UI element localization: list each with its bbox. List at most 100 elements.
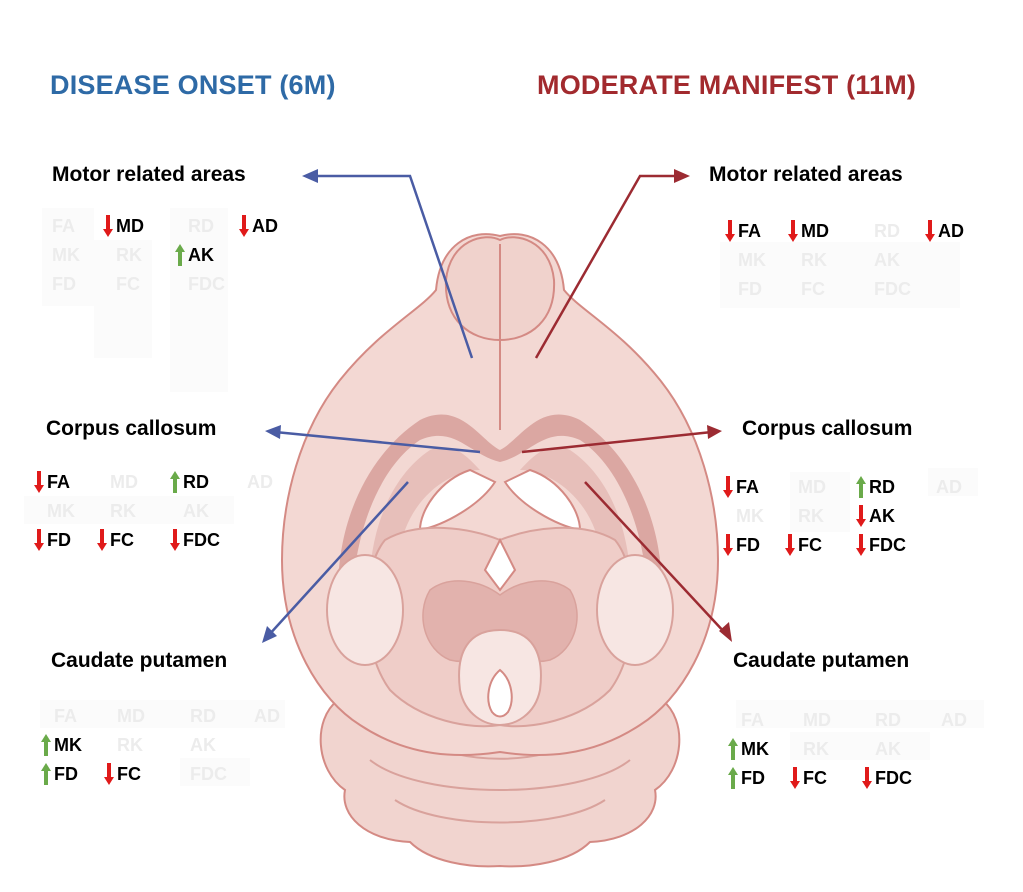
metric-label: RD [190,706,216,726]
metric-ad: AD [239,214,278,238]
metric-fc: FC [790,766,827,790]
metric-label: RK [117,735,143,755]
table-backdrop [928,468,978,496]
metric-md: MD [798,475,826,499]
metric-label: FA [738,221,762,241]
metric-fdc: FDC [170,528,220,552]
metric-label: MK [738,250,766,270]
metric-label: MD [116,216,144,236]
metric-ad: AD [941,708,967,732]
table-backdrop [24,496,234,524]
metric-label: FA [52,216,76,236]
metric-ad: AD [925,219,964,243]
metric-rd: RD [874,219,900,243]
metric-mk: MK [47,499,75,523]
table-backdrop [94,240,152,358]
metric-label: AK [874,250,900,270]
metric-label: AD [936,477,962,497]
arrow-down-icon [239,215,249,237]
arrow-down-icon [170,529,180,551]
metric-ak: AK [875,737,901,761]
brain-body [280,233,720,868]
metric-fc: FC [785,533,822,557]
metric-label: AD [252,216,278,236]
metric-md: MD [788,219,829,243]
heading-disease-onset: DISEASE ONSET (6M) [50,70,336,100]
metric-label: FD [52,274,76,294]
metric-fdc: FDC [190,762,227,786]
metric-label: MK [47,501,75,521]
metric-label: RD [183,472,209,492]
metric-fc: FC [97,528,134,552]
metric-label: AD [247,472,273,492]
region-title-left-motor: Motor related areas [52,163,246,186]
metric-label: FC [117,764,141,784]
metric-mk: MK [52,243,80,267]
metric-label: AK [183,501,209,521]
metric-label: MD [801,221,829,241]
arrow-down-icon [723,476,733,498]
metric-label: FC [803,768,827,788]
metric-fa: FA [741,708,764,732]
metric-fc: FC [104,762,141,786]
arrow-down-icon [34,529,44,551]
metric-rd: RD [875,708,901,732]
metric-label: FD [736,535,760,555]
arrow-up-icon [728,738,738,760]
metric-label: RK [798,506,824,526]
metric-label: FDC [874,279,911,299]
arrow-left-motor [310,174,474,359]
metric-label: MK [736,506,764,526]
metric-label: FA [47,472,71,492]
metric-rd: RD [856,475,895,499]
metric-label: FC [801,279,825,299]
table-backdrop [170,208,228,392]
metric-md: MD [110,470,138,494]
arrow-down-icon [856,505,866,527]
metric-rd: RD [188,214,214,238]
metric-label: RD [875,710,901,730]
metric-label: FC [798,535,822,555]
metric-label: MD [110,472,138,492]
metric-label: FD [47,530,71,550]
arrow-down-icon [925,220,935,242]
metric-fdc: FDC [862,766,912,790]
table-backdrop [180,758,250,786]
metric-ad: AD [247,470,273,494]
arrow-down-icon [862,767,872,789]
metric-label: MK [54,735,82,755]
metric-rk: RK [798,504,824,528]
metric-rd: RD [170,470,209,494]
metric-mk: MK [738,248,766,272]
metric-label: FD [741,768,765,788]
metric-ak: AK [183,499,209,523]
metric-label: RK [110,501,136,521]
metric-rk: RK [110,499,136,523]
pointer-arrows [262,169,732,643]
arrow-up-icon [41,763,51,785]
metric-label: RK [801,250,827,270]
metric-label: FDC [869,535,906,555]
metric-ak: AK [874,248,900,272]
metric-mk: MK [728,737,769,761]
metric-label: FA [736,477,760,497]
arrow-down-icon [725,220,735,242]
metric-label: AD [254,706,280,726]
metric-label: AK [875,739,901,759]
metric-label: AK [190,735,216,755]
metric-fd: FD [41,762,78,786]
arrow-down-icon [104,763,114,785]
metric-label: AK [869,506,895,526]
table-backdrop [40,700,285,728]
metric-label: FA [741,710,765,730]
metric-ad: AD [936,475,962,499]
metric-label: RK [803,739,829,759]
arrow-down-icon [103,215,113,237]
arrow-up-icon [728,767,738,789]
arrow-down-icon [723,534,733,556]
region-title-left-corpus: Corpus callosum [46,417,217,440]
metric-label: FA [54,706,78,726]
metric-fc: FC [116,272,140,296]
